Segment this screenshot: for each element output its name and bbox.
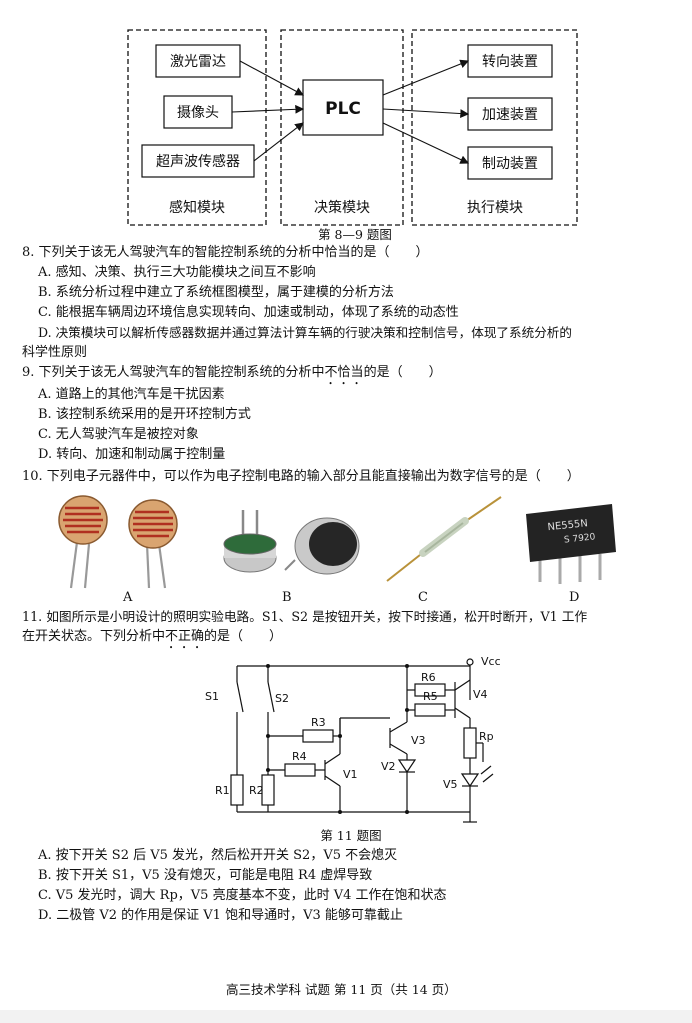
- q9-stem-pre: 9. 下列关于该无人驾驶汽车的智能控制系统的分析中: [22, 365, 325, 380]
- q8-option-a: A. 感知、决策、执行三大功能模块之间互不影响: [38, 265, 316, 280]
- q8-option-c: C. 能根据车辆周边环境信息实现转向、加速或制动，体现了系统的动态性: [38, 305, 459, 320]
- sensor-label-ultrasonic: 超声波传感器: [156, 153, 240, 170]
- system-block-diagram: 激光雷达 摄像头 超声波传感器 PLC 转向装置 加速装置 制动装置 感知模块 …: [127, 29, 578, 226]
- actuator-label-steering: 转向装置: [482, 54, 538, 70]
- q10-label-c: C: [418, 590, 428, 605]
- q9-option-c: C. 无人驾驶汽车是被控对象: [38, 427, 199, 442]
- circuit-label-r1: R1: [215, 784, 230, 797]
- arrow-plc-accel: [382, 108, 470, 118]
- circuit-label-r2: R2: [249, 784, 264, 797]
- circuit-label-r6: R6: [421, 671, 436, 684]
- actuator-label-accel: 加速装置: [482, 107, 538, 123]
- arrow-lidar-plc: [239, 60, 304, 96]
- sensor-label-camera: 摄像头: [177, 105, 219, 121]
- component-c-reed-switch-image: [386, 496, 502, 582]
- chip-marking-line1: NE555N: [547, 518, 588, 533]
- page-footer: 高三技术学科 试题 第 11 页（共 14 页）: [226, 982, 457, 997]
- q11-stem-emphasis: 不正确: [165, 629, 205, 644]
- circuit-label-vcc: Vcc: [481, 655, 501, 668]
- q11-stem-line2-pre: 在开关状态。下列分析中: [22, 629, 166, 644]
- component-d-ne555-chip-image: NE555N S 7920: [526, 504, 616, 584]
- sensor-box-lidar: [155, 44, 241, 78]
- q11-stem-line2-post: 的是（ ）: [204, 629, 283, 644]
- chip-marking-line2: S 7920: [564, 532, 597, 545]
- plc-box: [302, 79, 384, 136]
- q9-option-b: B. 该控制系统采用的是开环控制方式: [38, 407, 251, 422]
- q10-stem: 10. 下列电子元器件中，可以作为电子控制电路的输入部分且能直接输出为数字信号的…: [22, 469, 580, 484]
- circuit-label-s1: S1: [205, 690, 219, 703]
- circuit-label-v4: V4: [473, 688, 488, 701]
- q10-label-d: D: [569, 590, 580, 605]
- circuit-label-r3: R3: [311, 716, 326, 729]
- module-label-decision: 决策模块: [314, 199, 370, 216]
- q8-option-d-cont: 科学性原则: [22, 345, 88, 360]
- actuator-box-brake: [467, 146, 553, 180]
- q11-option-a: A. 按下开关 S2 后 V5 发光，然后松开开关 S2，V5 不会熄灭: [38, 848, 398, 863]
- q8-option-b: B. 系统分析过程中建立了系统框图模型，属于建模的分析方法: [38, 285, 394, 300]
- arrow-plc-brake: [382, 122, 469, 164]
- actuator-box-accel: [467, 97, 553, 131]
- q10-label-a: A: [123, 590, 133, 605]
- page-bottom-band: [0, 1010, 692, 1023]
- module-label-execution: 执行模块: [467, 200, 523, 216]
- q11-option-b: B. 按下开关 S1，V5 没有熄灭，可能是电阻 R4 虚焊导致: [38, 868, 373, 883]
- q8-stem: 8. 下列关于该无人驾驶汽车的智能控制系统的分析中恰当的是（ ）: [22, 245, 429, 260]
- circuit-label-v5: V5: [443, 778, 458, 791]
- circuit-label-r4: R4: [292, 750, 307, 763]
- circuit-label-v2: V2: [381, 760, 396, 773]
- figure-caption-8-9: 第 8—9 题图: [318, 227, 392, 242]
- perception-module-frame: [127, 29, 267, 226]
- arrow-plc-steering: [382, 59, 470, 96]
- q11-stem-line1: 11. 如图所示是小明设计的照明实验电路。S1、S2 是按钮开关，按下时接通，松…: [22, 609, 588, 624]
- arrow-ultrasonic-plc: [253, 122, 304, 162]
- module-label-perception: 感知模块: [169, 199, 225, 216]
- circuit-label-rp: Rp: [479, 730, 494, 743]
- circuit-label-s2: S2: [275, 692, 289, 705]
- actuator-box-steering: [467, 44, 553, 78]
- decision-module-frame: [280, 29, 404, 226]
- q9-stem-post: 的是（ ）: [363, 365, 442, 380]
- q9-stem: 9. 下列关于该无人驾驶汽车的智能控制系统的分析中不恰当的是（ ）: [22, 363, 442, 388]
- actuator-label-brake: 制动装置: [482, 156, 538, 172]
- q9-option-a: A. 道路上的其他汽车是干扰因素: [38, 387, 225, 402]
- arrow-camera-plc: [231, 104, 305, 114]
- circuit-diagram: Vcc S1 S2 R1 R2 R3 R4 R5 R6 Rp V1 V2 V3 …: [205, 655, 501, 823]
- component-b-microphone-image: [223, 510, 360, 575]
- q11-option-d: D. 二极管 V2 的作用是保证 V1 饱和导通时，V3 能够可靠截止: [38, 908, 403, 923]
- q9-option-d: D. 转向、加速和制动属于控制量: [38, 447, 226, 462]
- circuit-label-v3: V3: [411, 734, 426, 747]
- execution-module-frame: [411, 29, 578, 226]
- q9-stem-emphasis: 不恰当: [324, 365, 364, 380]
- q10-label-b: B: [282, 590, 292, 605]
- q8-option-d: D. 决策模块可以解析传感器数据并通过算法计算车辆的行驶决策和控制信号，体现了系…: [38, 325, 572, 340]
- circuit-label-v1: V1: [343, 768, 358, 781]
- sensor-box-ultrasonic: [141, 144, 255, 178]
- plc-label: PLC: [325, 99, 361, 119]
- sensor-label-lidar: 激光雷达: [170, 53, 226, 70]
- circuit-label-r5: R5: [423, 690, 438, 703]
- figure-caption-11: 第 11 题图: [320, 828, 382, 843]
- component-a-photoresistor-image: [58, 495, 178, 589]
- q11-stem-line2: 在开关状态。下列分析中不正确的是（ ）: [22, 627, 282, 652]
- q11-option-c: C. V5 发光时，调大 Rp，V5 亮度基本不变，此时 V4 工作在饱和状态: [38, 888, 447, 903]
